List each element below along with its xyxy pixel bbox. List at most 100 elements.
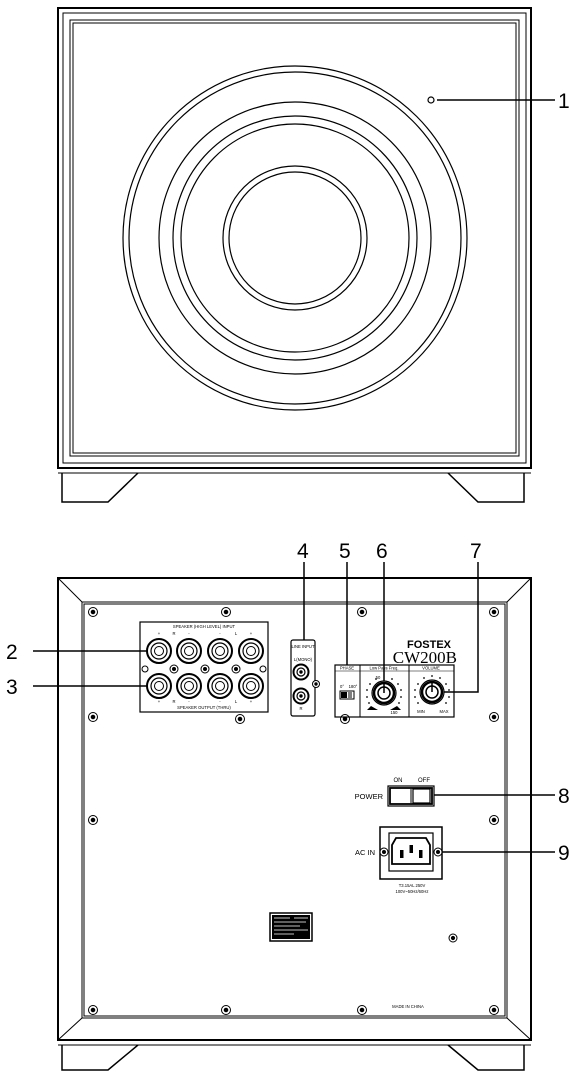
fuse-rating-line1: T3.15AL 250V: [399, 883, 426, 888]
ac-inlet-screws: [379, 847, 443, 857]
volume-scale-dots: [414, 675, 450, 704]
output-r-plus-mark: +: [158, 699, 161, 704]
output-r-label: R: [172, 699, 175, 704]
line-input-block: [290, 639, 320, 717]
input-l-label: L: [235, 631, 238, 636]
binding-post-output-r-minus[interactable]: [176, 673, 202, 699]
control-panel-plate: [334, 664, 455, 718]
volume-max-label: MAX: [439, 709, 448, 714]
lpf-knob[interactable]: [371, 680, 397, 706]
front-foot-right: [447, 472, 525, 503]
speaker-input-label: SPEAKER (HIGH LEVEL) INPUT: [173, 624, 236, 629]
binding-post-input-r-plus[interactable]: [146, 638, 172, 664]
binding-post-input-l-plus[interactable]: [238, 638, 264, 664]
lpf-max-label: 150: [391, 710, 399, 715]
rear-foot-right: [447, 1044, 525, 1071]
output-l-label: L: [235, 699, 238, 704]
speaker-input-terminals: [146, 638, 264, 664]
rca-jack-l-mono[interactable]: [292, 663, 310, 681]
lpf-high-icon: [390, 706, 401, 710]
speaker-terminal-plate: [139, 621, 269, 713]
rear-bevel: [57, 577, 532, 1041]
phase-switch[interactable]: [339, 690, 355, 700]
rear-cabinet: [57, 577, 532, 1041]
output-r-minus-mark: -: [188, 699, 190, 704]
terminal-block-screws: [141, 664, 267, 674]
screw: [489, 607, 499, 617]
binding-post-input-l-minus[interactable]: [207, 638, 233, 664]
binding-post-output-r-plus[interactable]: [146, 673, 172, 699]
input-l-minus-mark: -: [219, 631, 221, 636]
input-r-label: R: [172, 631, 175, 636]
front-grille-inner: [72, 22, 517, 454]
ac-inlet[interactable]: [379, 826, 443, 880]
callout-6: 6: [376, 540, 388, 563]
line-r-label: R: [299, 706, 302, 711]
callout-8: 8: [558, 785, 570, 808]
made-in-label: MADE IN CHINA: [392, 1004, 424, 1009]
volume-min-label: MIN: [417, 709, 425, 714]
callout-3: 3: [6, 676, 18, 699]
power-on-label: ON: [394, 778, 403, 784]
power-off-label: OFF: [418, 778, 430, 784]
callout-7: 7: [470, 540, 482, 563]
ac-in-label: AC IN: [355, 848, 375, 857]
callout-line-7: [444, 562, 479, 693]
callout-5: 5: [339, 540, 351, 563]
screw: [235, 714, 245, 724]
screw: [88, 607, 98, 617]
front-foot-left: [61, 472, 139, 503]
screw: [340, 714, 350, 724]
screw: [88, 712, 98, 722]
power-label: POWER: [355, 792, 384, 801]
line-l-mono-label: L(MONO): [294, 657, 313, 662]
front-led-indicator: [427, 96, 435, 104]
volume-knob[interactable]: [419, 679, 445, 705]
lpf-min-label: 50: [376, 675, 381, 680]
input-r-plus-mark: +: [158, 631, 161, 636]
front-cabinet: [57, 7, 532, 469]
lpf-scale-dots: [366, 678, 402, 704]
fuse-rating-line2: 100V~50Hz/60Hz: [396, 889, 429, 894]
input-r-minus-mark: -: [188, 631, 190, 636]
screw: [88, 1005, 98, 1015]
binding-post-input-r-minus[interactable]: [176, 638, 202, 664]
callout-2: 2: [6, 641, 18, 664]
callout-4: 4: [297, 540, 309, 563]
woofer: [122, 65, 468, 411]
screw: [357, 1005, 367, 1015]
volume-label: VOLUME: [422, 666, 440, 671]
rating-label-sticker: [269, 912, 313, 942]
line-input-screw: [312, 680, 320, 688]
screw: [489, 712, 499, 722]
phase-0-label: 0°: [340, 684, 344, 689]
brand-logo: FOSTEX: [407, 639, 452, 651]
speaker-output-terminals: [146, 673, 264, 699]
binding-post-output-l-minus[interactable]: [207, 673, 233, 699]
control-panel: [334, 664, 455, 718]
line-input-plate: [290, 639, 316, 717]
line-input-label: LINE INPUT: [291, 644, 314, 649]
speaker-output-label: SPEAKER OUTPUT (THRU): [177, 705, 231, 710]
rear-view: [57, 577, 532, 1071]
phase-180-label: 180°: [349, 684, 358, 689]
rear-plate: [83, 603, 506, 1017]
front-view: [57, 7, 555, 503]
output-l-plus-mark: +: [250, 699, 253, 704]
screw: [489, 815, 499, 825]
model-name: CW200B: [393, 648, 457, 667]
binding-post-output-l-plus[interactable]: [238, 673, 264, 699]
rca-jack-r[interactable]: [292, 687, 310, 705]
screw: [489, 1005, 499, 1015]
screw: [221, 607, 231, 617]
lpf-low-icon: [367, 706, 378, 710]
screw: [448, 933, 458, 943]
power-switch[interactable]: [387, 785, 435, 807]
input-l-plus-mark: +: [250, 631, 253, 636]
callout-1: 1: [558, 90, 570, 113]
screw: [88, 815, 98, 825]
rear-foot-left: [61, 1044, 139, 1071]
speaker-terminal-block: [139, 621, 269, 713]
front-grille-frame: [69, 19, 520, 457]
